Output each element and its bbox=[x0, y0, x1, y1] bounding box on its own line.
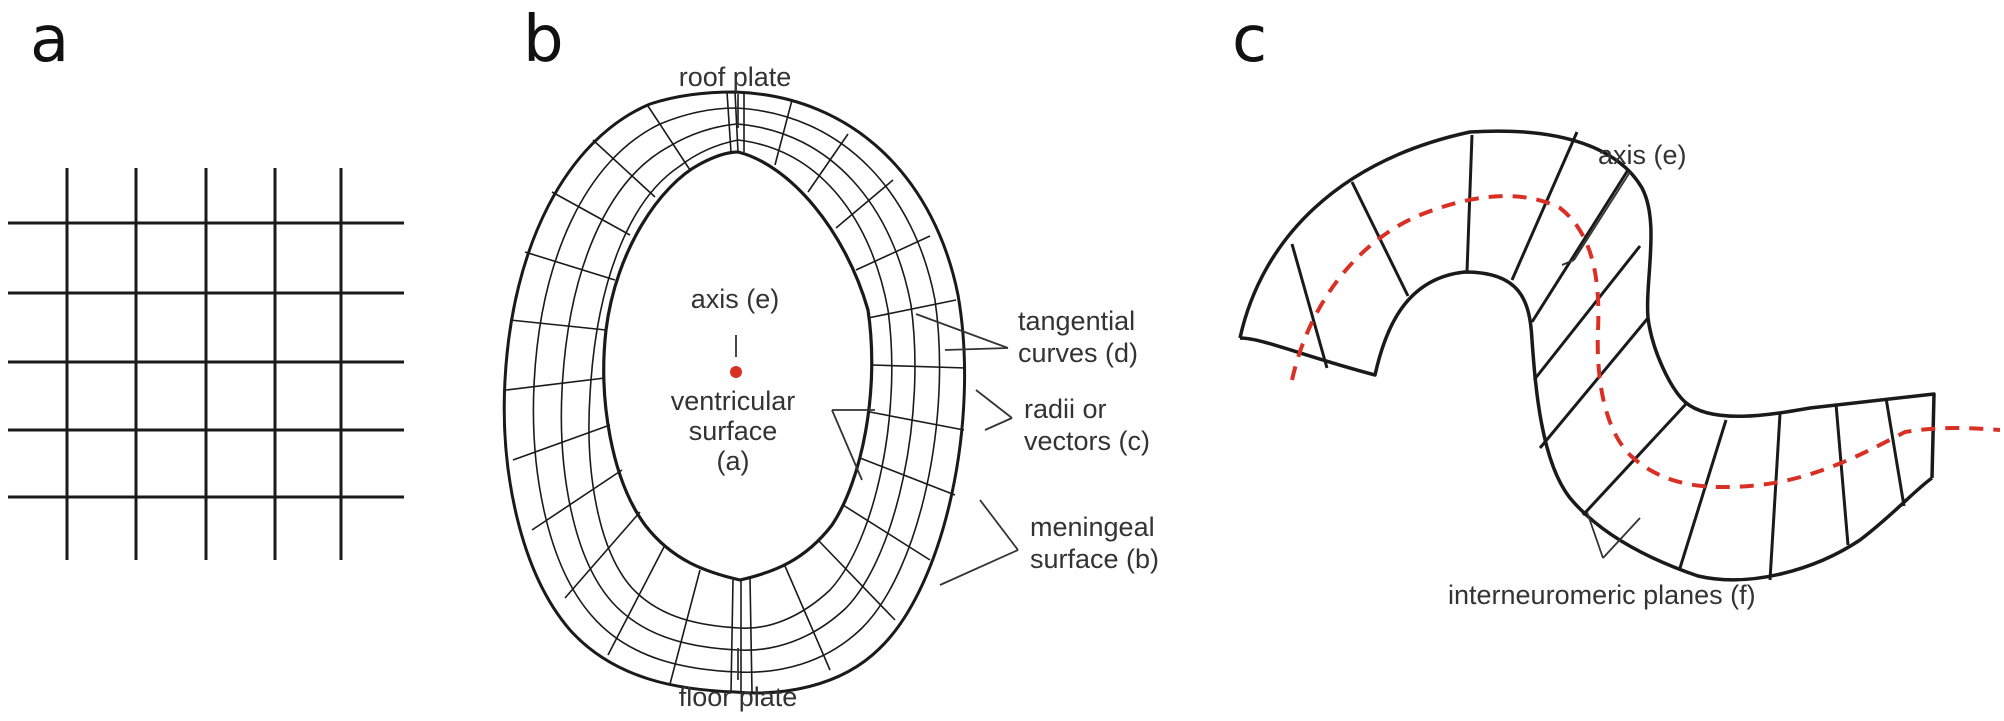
tube-upper-border bbox=[1238, 129, 1936, 479]
label-meningeal-1: meningeal bbox=[1030, 512, 1155, 542]
radii-vectors bbox=[505, 91, 967, 693]
label-axis-c: axis (e) bbox=[1598, 140, 1687, 170]
label-tangential-1: tangential bbox=[1018, 306, 1135, 336]
label-radii-2: vectors (c) bbox=[1024, 426, 1150, 456]
panel-c-diagram bbox=[1238, 129, 2001, 582]
label-ventricular-2: surface bbox=[689, 416, 778, 446]
tube-lower-border bbox=[1239, 270, 1934, 582]
label-floor-plate: floor plate bbox=[679, 682, 798, 712]
panel-c-labels: axis (e) interneuromeric planes (f) bbox=[1448, 140, 1756, 610]
label-roof-plate: roof plate bbox=[679, 62, 792, 92]
label-interneuromeric: interneuromeric planes (f) bbox=[1448, 580, 1756, 610]
tangential-curve-2 bbox=[560, 123, 916, 652]
tangential-curve-1 bbox=[532, 107, 941, 674]
panel-b-labels: roof plate axis (e) ventricular surface … bbox=[671, 62, 1159, 712]
panel-letter-a: a bbox=[30, 3, 70, 77]
panel-letter-b: b bbox=[523, 3, 564, 77]
panel-b-leaders bbox=[735, 94, 1019, 680]
axis-point-b bbox=[730, 366, 742, 378]
ventricular-surface bbox=[602, 150, 874, 582]
interneuromeric-segments bbox=[1290, 131, 1906, 581]
label-meningeal-2: surface (b) bbox=[1030, 544, 1159, 574]
label-radii-1: radii or bbox=[1024, 394, 1107, 424]
panel-a-grid bbox=[8, 168, 404, 560]
outer-wall bbox=[502, 90, 967, 695]
panel-c-leaders bbox=[1561, 171, 1641, 559]
panel-b-diagram bbox=[502, 90, 1019, 695]
label-axis-b: axis (e) bbox=[691, 284, 780, 314]
axis-dashed-curve bbox=[1290, 194, 2001, 490]
label-ventricular-3: (a) bbox=[717, 446, 750, 476]
label-tangential-2: curves (d) bbox=[1018, 338, 1138, 368]
label-ventricular-1: ventricular bbox=[671, 386, 796, 416]
panel-letter-c: c bbox=[1232, 3, 1268, 77]
tangential-curve-3 bbox=[588, 139, 893, 629]
